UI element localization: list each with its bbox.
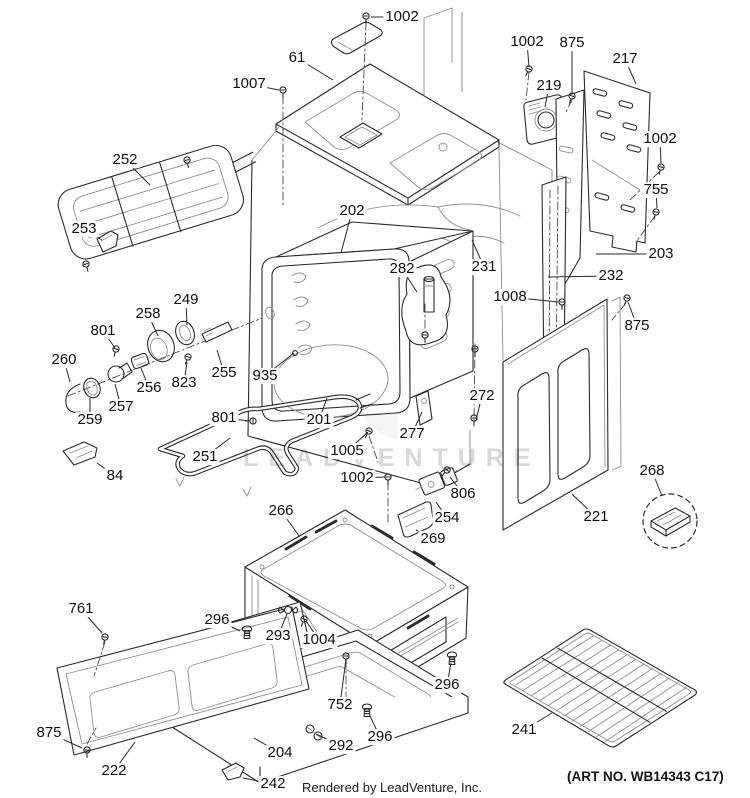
part-260-wire: [65, 383, 81, 413]
part-label-203: 203: [646, 245, 676, 263]
part-259-ring: [83, 377, 101, 399]
part-label-806: 806: [448, 485, 478, 503]
part-256-socket: [130, 352, 150, 370]
part-293-wingnut: [277, 605, 299, 615]
part-84-bracket: [62, 441, 98, 466]
part-label-1002-d: 1002: [338, 469, 376, 487]
part-label-61: 61: [286, 49, 308, 67]
part-label-272: 272: [467, 387, 497, 405]
part-221-rear-insulation-panel: [502, 296, 622, 531]
rendered-by-text: Rendered by LeadVenture, Inc.: [302, 780, 482, 795]
part-label-217: 217: [610, 50, 640, 68]
part-label-801-b: 801: [209, 409, 239, 427]
part-269-bracket: [397, 501, 434, 538]
oven-lamp-assembly: [65, 317, 263, 413]
part-label-1008: 1008: [491, 288, 529, 306]
part-label-1004: 1004: [300, 631, 338, 649]
part-label-292: 292: [326, 737, 356, 755]
part-label-204: 204: [265, 744, 295, 762]
part-label-258: 258: [133, 305, 163, 323]
part-label-296-a: 296: [202, 611, 232, 629]
part-242-clip: [221, 762, 245, 781]
part-label-296-b: 296: [432, 676, 462, 694]
part-255-lens: [201, 321, 233, 343]
part-251-bake-element: [157, 393, 373, 497]
part-label-222: 222: [99, 762, 129, 780]
part-label-1002-b: 1002: [508, 33, 546, 51]
part-label-1005: 1005: [328, 442, 366, 460]
part-label-219: 219: [534, 77, 564, 95]
part-label-293: 293: [263, 627, 293, 645]
part-label-241: 241: [509, 721, 539, 739]
part-241-oven-rack: [503, 628, 698, 748]
part-label-221: 221: [581, 508, 611, 526]
part-label-755: 755: [641, 181, 671, 199]
part-label-256: 256: [134, 379, 164, 397]
part-label-255: 255: [209, 364, 239, 382]
part-label-801-a: 801: [88, 322, 118, 340]
part-label-251: 251: [190, 448, 220, 466]
part-label-875-a: 875: [557, 34, 587, 52]
part-label-266: 266: [266, 502, 296, 520]
part-label-201: 201: [304, 411, 334, 429]
part-label-296-c: 296: [365, 728, 395, 746]
part-253-bracket: [96, 230, 119, 253]
part-label-935: 935: [250, 367, 280, 385]
part-249-gasket: [175, 320, 195, 346]
part-label-875-c: 875: [34, 724, 64, 742]
part-label-260: 260: [49, 351, 79, 369]
part-label-1002-c: 1002: [641, 130, 679, 148]
part-label-1007: 1007: [230, 75, 268, 93]
fasteners: [81, 12, 666, 759]
part-label-242: 242: [258, 775, 288, 793]
part-label-823: 823: [169, 374, 199, 392]
part-217-back-panel: [583, 70, 651, 253]
part-257-bulb: [107, 365, 125, 383]
part-label-269: 269: [418, 530, 448, 548]
part-label-202: 202: [337, 202, 367, 220]
part-label-252: 252: [110, 151, 140, 169]
part-label-232: 232: [596, 267, 626, 285]
part-282-sensor: [401, 264, 451, 346]
part-label-752: 752: [325, 696, 355, 714]
part-label-257: 257: [106, 398, 136, 416]
part-61-maintop: [275, 21, 500, 206]
part-label-253: 253: [69, 220, 99, 238]
part-label-1002-top: 1002: [383, 8, 421, 26]
part-label-254: 254: [432, 509, 462, 527]
part-label-231: 231: [469, 258, 499, 276]
part-label-875-b: 875: [622, 317, 652, 335]
part-label-259: 259: [75, 411, 105, 429]
art-no-text: (ART NO. WB14343 C17): [567, 769, 724, 784]
part-label-761: 761: [66, 600, 96, 618]
part-label-84: 84: [104, 467, 126, 485]
part-label-249: 249: [171, 291, 201, 309]
part-label-268: 268: [637, 462, 667, 480]
part-label-282: 282: [387, 260, 417, 278]
part-label-277: 277: [397, 425, 427, 443]
part-268-anti-tip-bracket: [642, 493, 698, 549]
